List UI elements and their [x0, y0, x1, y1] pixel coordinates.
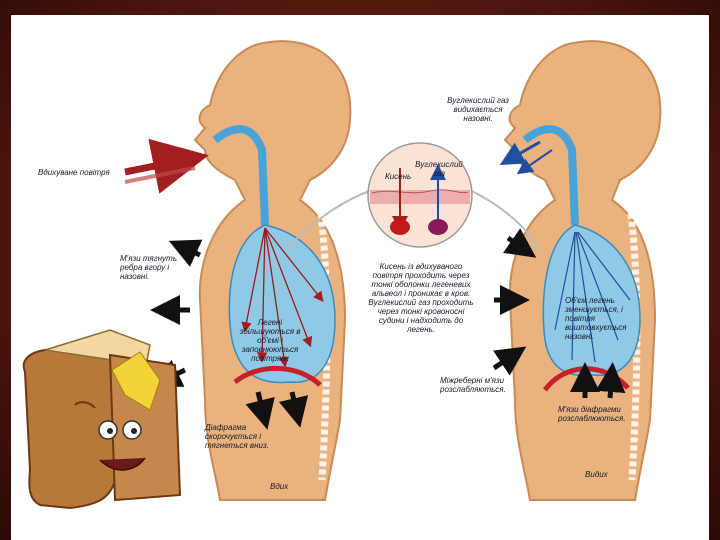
exhale-air-arrow: [499, 140, 553, 175]
lung-volume-label: Об'єм легень зменшується, і повітря вишт…: [565, 296, 627, 341]
right-lung: [542, 224, 641, 392]
exhale-movement-arrows: [492, 228, 626, 399]
alveolus-inset: [284, 142, 541, 251]
exhale-label: Видих: [585, 470, 608, 479]
intercostal-relax-label: Міжреберні м'язи розслабляються.: [440, 376, 506, 394]
gas-exchange-label: Кисень із вдихуваного повітря проходить …: [368, 262, 474, 334]
lungs-expand-label: Легені збільшуються в об'ємі і заповнюют…: [239, 318, 301, 363]
diaphragm-relax-label: М'язи діафрагми розслаблюються.: [558, 405, 626, 423]
book-mascot: [22, 329, 182, 510]
left-lung: [228, 224, 336, 387]
co2-out-label: Вуглекислий газ видихається назовні.: [447, 96, 509, 123]
inhale-air-arrow: [124, 138, 209, 194]
co2-label: Вуглекислий газ: [415, 160, 463, 178]
inhale-label: Вдих: [270, 482, 289, 491]
inhaled-air-label: Вдихуване повітря: [38, 168, 110, 177]
diaphragm-contracts-label: Діафрагма скорочується і тягнеться вниз.: [205, 423, 269, 450]
ribs-up-label: М'язи тягнуть ребра вгору і назовні.: [120, 254, 177, 281]
oxygen-label: Кисень: [385, 172, 412, 181]
